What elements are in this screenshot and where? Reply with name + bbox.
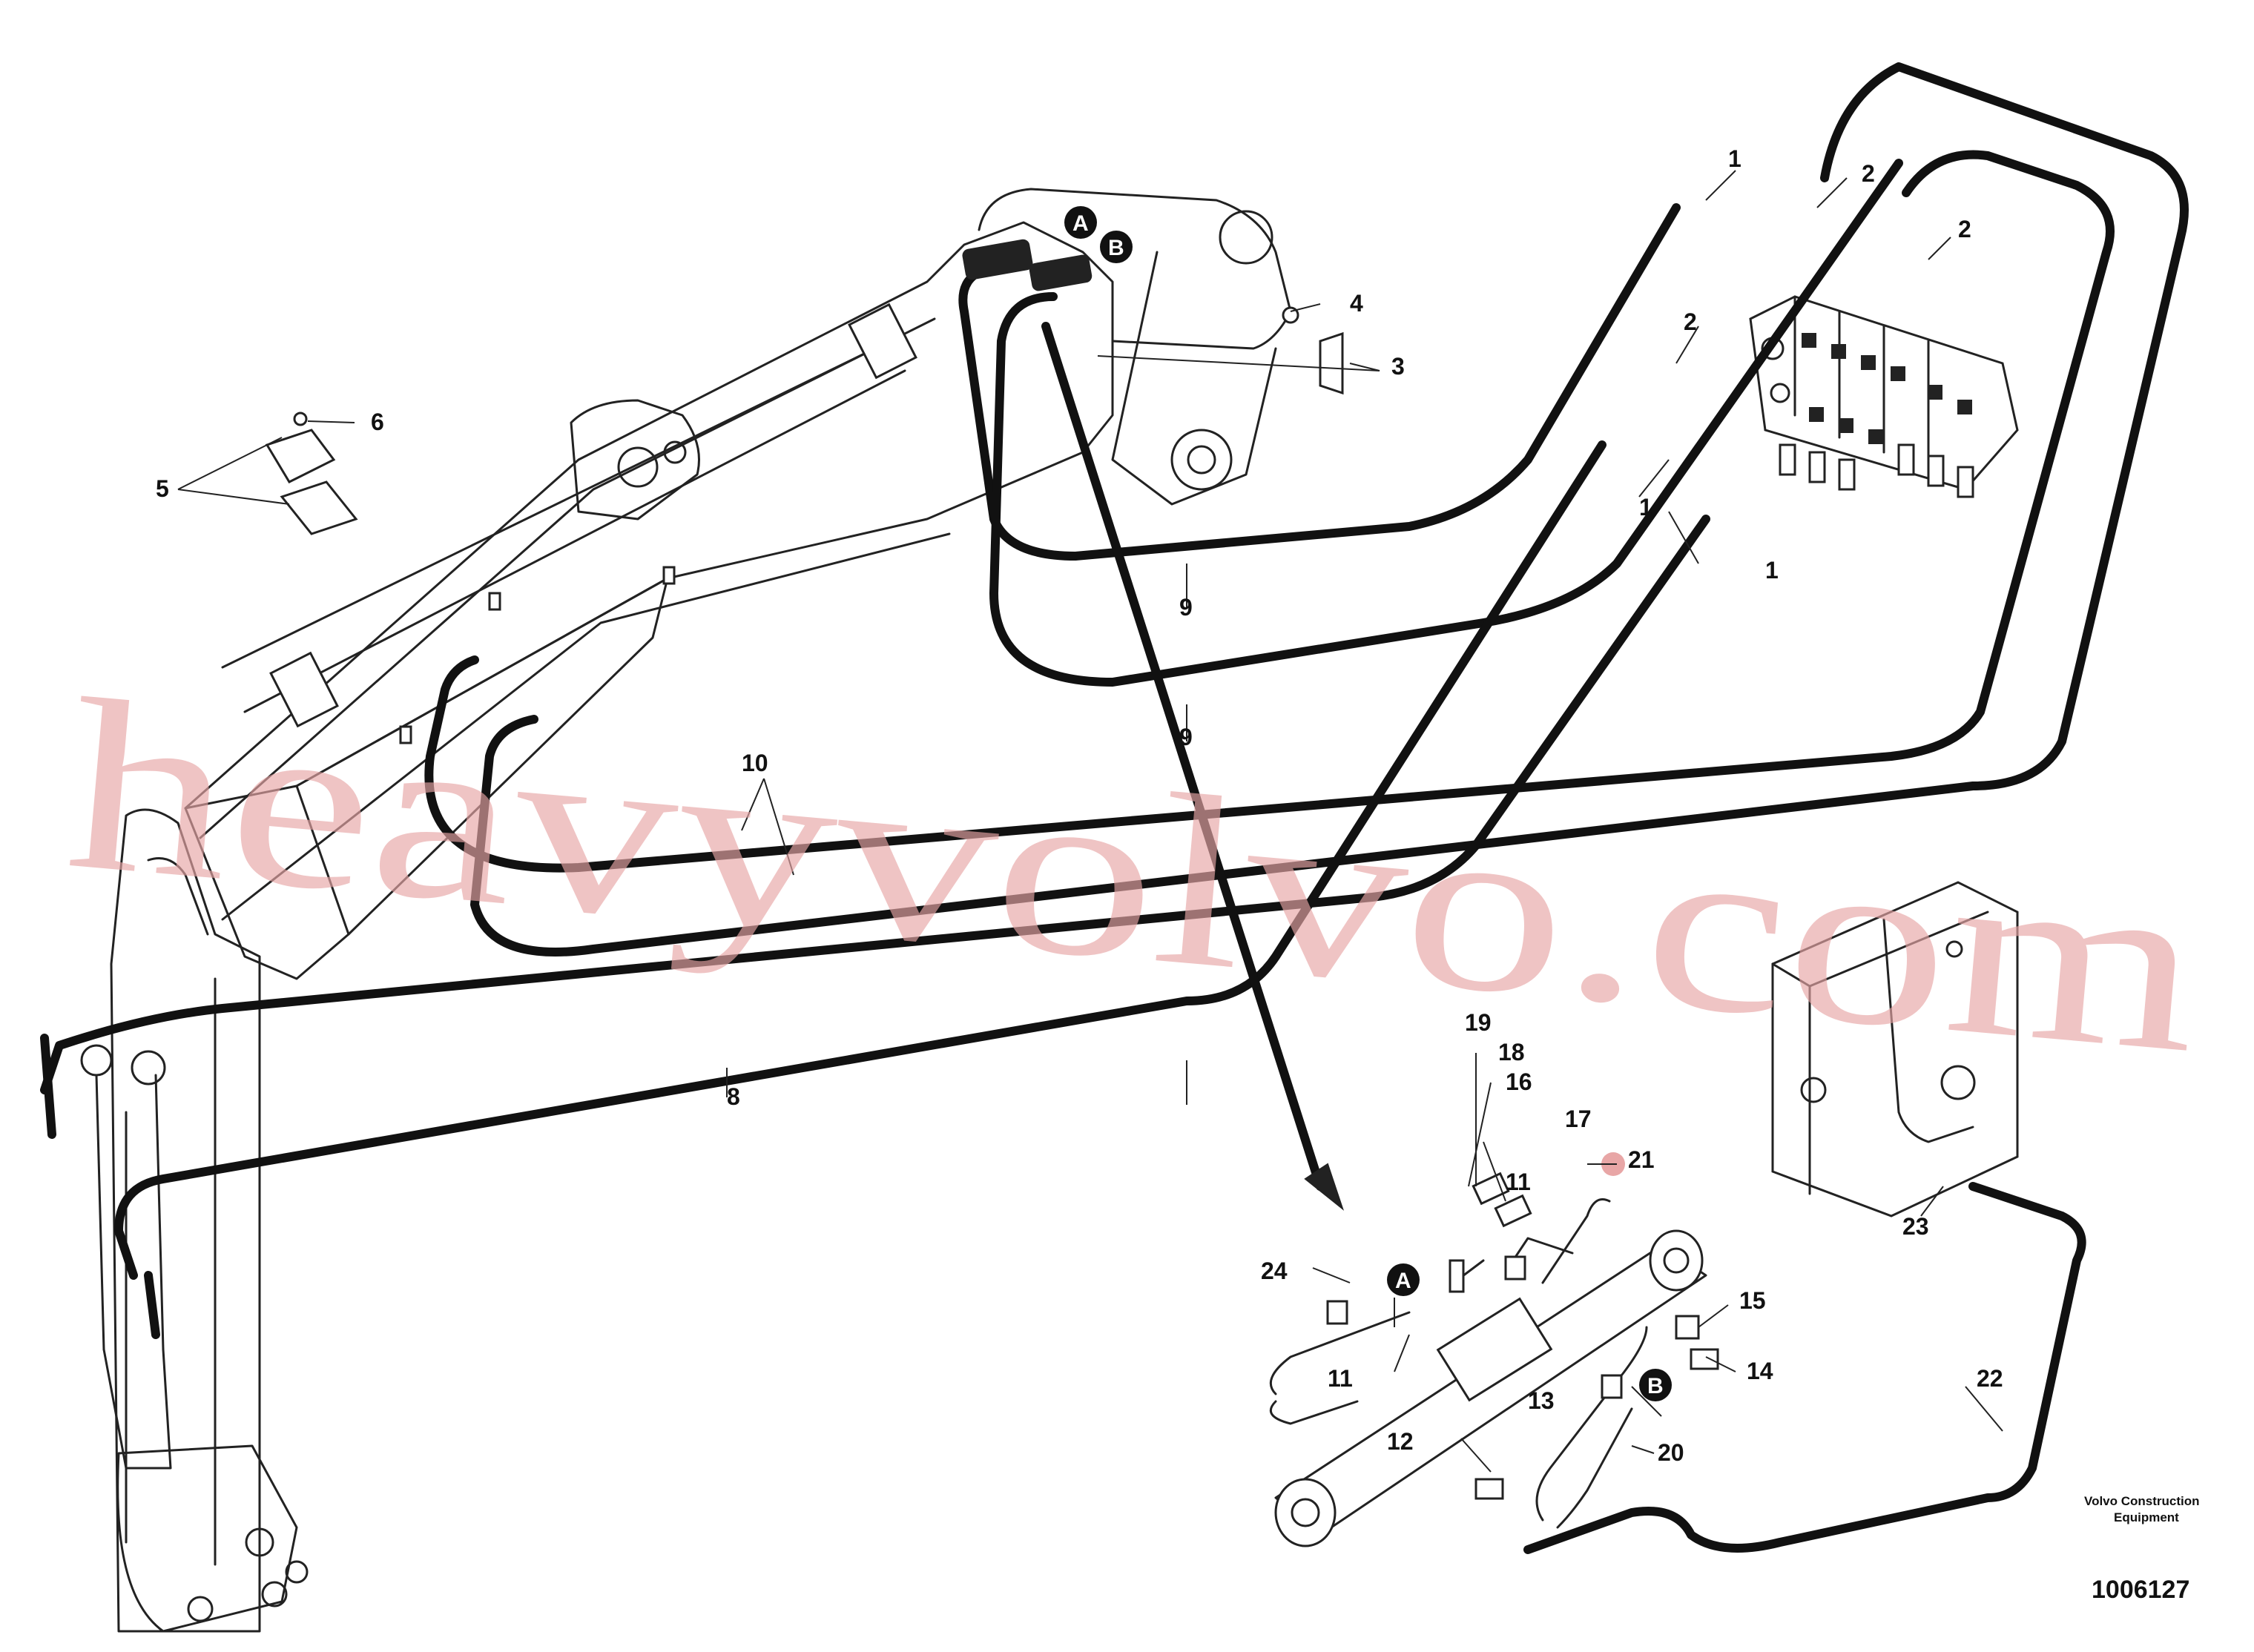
- brand-line-2: Equipment: [2114, 1510, 2179, 1524]
- callout-18: 18: [1498, 1039, 1525, 1065]
- badge-b: B: [1108, 236, 1124, 260]
- callout-3: 3: [1391, 353, 1405, 380]
- badge-b: B: [1647, 1374, 1664, 1398]
- hose-9-upper: [958, 203, 1681, 561]
- hose-top-loop: [470, 62, 2189, 956]
- callout-15: 15: [1739, 1287, 1766, 1314]
- callout-1: 1: [1765, 557, 1779, 584]
- attachment-cylinder-detail: [1269, 1152, 1719, 1547]
- callout-labels: 1 1 1 2 2 2 3 4 5 6 8 9 9 10 11 11 12 13…: [156, 145, 2003, 1466]
- badge-a: A: [1072, 211, 1089, 236]
- hose-second-loop: [424, 150, 2115, 873]
- watermark: heavyvolvo.com: [59, 648, 2210, 1104]
- hose-22: [1523, 1182, 2086, 1554]
- callout-2: 2: [1684, 308, 1697, 335]
- callout-11: 11: [1328, 1365, 1353, 1392]
- callout-6: 6: [371, 409, 384, 435]
- callout-9: 9: [1179, 724, 1193, 750]
- hose-9-lower: [989, 159, 1903, 687]
- callout-17: 17: [1565, 1106, 1592, 1132]
- hose-10: [114, 440, 1607, 1280]
- hoses: [40, 62, 2189, 1554]
- leader-lines: [177, 170, 2003, 1473]
- hose-8: [40, 515, 1710, 1094]
- callout-10: 10: [742, 750, 768, 776]
- callout-22: 22: [1977, 1365, 2003, 1392]
- badge-a: A: [1395, 1269, 1411, 1293]
- callout-9: 9: [1179, 594, 1193, 621]
- callout-12: 12: [1387, 1428, 1414, 1455]
- badge-b-circle: [1100, 231, 1133, 263]
- callout-1: 1: [1639, 494, 1652, 521]
- brand-line-1: Volvo Construction: [2084, 1494, 2200, 1508]
- callout-11: 11: [1506, 1169, 1531, 1195]
- detail-arrow: [1041, 322, 1345, 1211]
- callout-16: 16: [1506, 1068, 1532, 1095]
- callout-20: 20: [1658, 1439, 1684, 1466]
- callout-21: 21: [1628, 1146, 1655, 1173]
- callout-1: 1: [1728, 145, 1741, 172]
- boom-arm-structure: [80, 188, 1292, 1633]
- callout-13: 13: [1528, 1387, 1555, 1414]
- connection-badges: A B A B: [1064, 206, 1672, 1401]
- callout-8: 8: [727, 1083, 740, 1110]
- swing-bracket-block: [1771, 881, 2019, 1217]
- callout-2: 2: [1958, 216, 1971, 242]
- callout-19: 19: [1465, 1009, 1492, 1036]
- callout-2: 2: [1862, 160, 1875, 187]
- callout-23: 23: [1902, 1213, 1929, 1240]
- callout-24: 24: [1261, 1258, 1288, 1284]
- badge-a-circle: [1064, 206, 1097, 239]
- callout-14: 14: [1747, 1358, 1773, 1384]
- footer: Volvo Construction Equipment 1006127: [2084, 1494, 2200, 1604]
- callout-4: 4: [1350, 290, 1363, 317]
- callout-5: 5: [156, 475, 169, 502]
- badge-a-circle: [1387, 1263, 1420, 1296]
- document-number: 1006127: [2092, 1576, 2189, 1604]
- small-parts: [265, 306, 1344, 535]
- badge-b-circle: [1639, 1369, 1672, 1401]
- control-valve-block: [1749, 295, 2019, 498]
